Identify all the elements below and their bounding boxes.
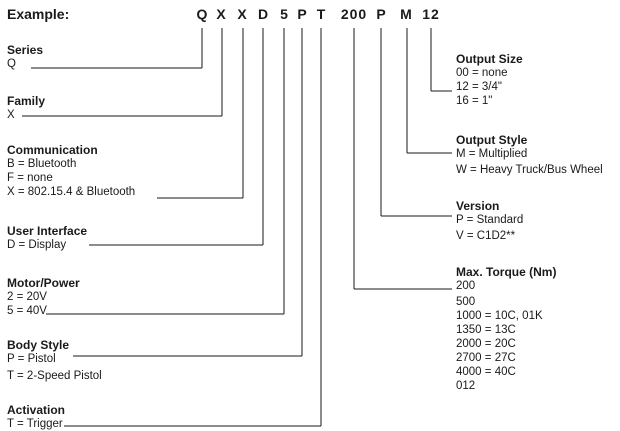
section-item: 2000 = 20C [456,338,516,350]
section-heading: Body Style [7,338,70,352]
code-body-style: P [297,6,307,22]
section-item: 500 [456,296,476,308]
code-version: P [376,6,386,22]
section-heading: Motor/Power [7,276,80,290]
section-activation: Activation T = Trigger [7,403,65,431]
section-item: D = Display [7,239,67,251]
section-item: X [7,109,15,121]
section-heading: Max. Torque (Nm) [456,265,557,279]
section-item: T = 2-Speed Pistol [7,370,102,382]
section-heading: Communication [7,143,98,157]
code-activation: T [316,6,326,22]
section-body-style: Body Style P = Pistol T = 2-Speed Pistol [7,338,102,383]
code-motor-power: 5 [280,6,288,22]
code-output-style: M [400,6,412,22]
section-series: Series Q [7,43,43,71]
section-heading: Series [7,43,44,57]
section-max-torque: Max. Torque (Nm) 200 500 1000 = 10C, 01K… [456,265,556,393]
section-item: M = Multiplied [456,148,528,160]
section-motor-power: Motor/Power 2 = 20V 5 = 40V [7,276,80,318]
example-label: Example: [7,6,70,22]
section-item: T = Trigger [7,418,63,430]
code-family: X [216,6,226,22]
section-item: 012 [456,380,476,392]
code-output-size: 12 [422,6,440,22]
section-heading: Version [456,199,500,213]
section-item: 1000 = 10C, 01K [456,310,543,322]
section-item: B = Bluetooth [7,158,77,170]
section-item: 00 = none [456,67,508,79]
section-item: 2 = 20V [7,291,47,303]
section-item: F = none [7,172,53,184]
section-communication: Communication B = Bluetooth F = none X =… [7,143,135,199]
section-family: Family X [7,94,45,122]
section-item: 16 = 1" [456,95,493,107]
section-item: P = Standard [456,214,524,226]
section-item: 200 [456,280,476,292]
section-item: 4000 = 40C [456,366,516,378]
section-item: X = 802.15.4 & Bluetooth [7,186,136,198]
section-user-interface: User Interface D = Display [7,224,87,252]
section-output-style: Output Style M = Multiplied W = Heavy Tr… [456,133,603,177]
section-heading: Activation [7,403,66,417]
section-heading: Output Style [456,133,528,147]
section-item: 5 = 40V [7,305,47,317]
section-heading: Family [7,94,46,108]
section-heading: Output Size [456,52,523,66]
section-output-size: Output Size 00 = none 12 = 3/4" 16 = 1" [456,52,523,108]
section-item: 2700 = 27C [456,352,516,364]
section-version: Version P = Standard V = C1D2** [456,199,523,243]
section-item: Q [7,58,16,70]
code-max-torque: 200 [340,6,368,22]
section-item: 12 = 3/4" [456,81,502,93]
section-item: 1350 = 13C [456,324,516,336]
section-item: P = Pistol [7,353,56,365]
section-item: W = Heavy Truck/Bus Wheel [456,164,603,176]
code-user-interface: D [257,6,269,22]
code-communication: X [237,6,247,22]
section-heading: User Interface [7,224,88,238]
code-series: Q [196,6,208,22]
section-item: V = C1D2** [456,230,516,242]
